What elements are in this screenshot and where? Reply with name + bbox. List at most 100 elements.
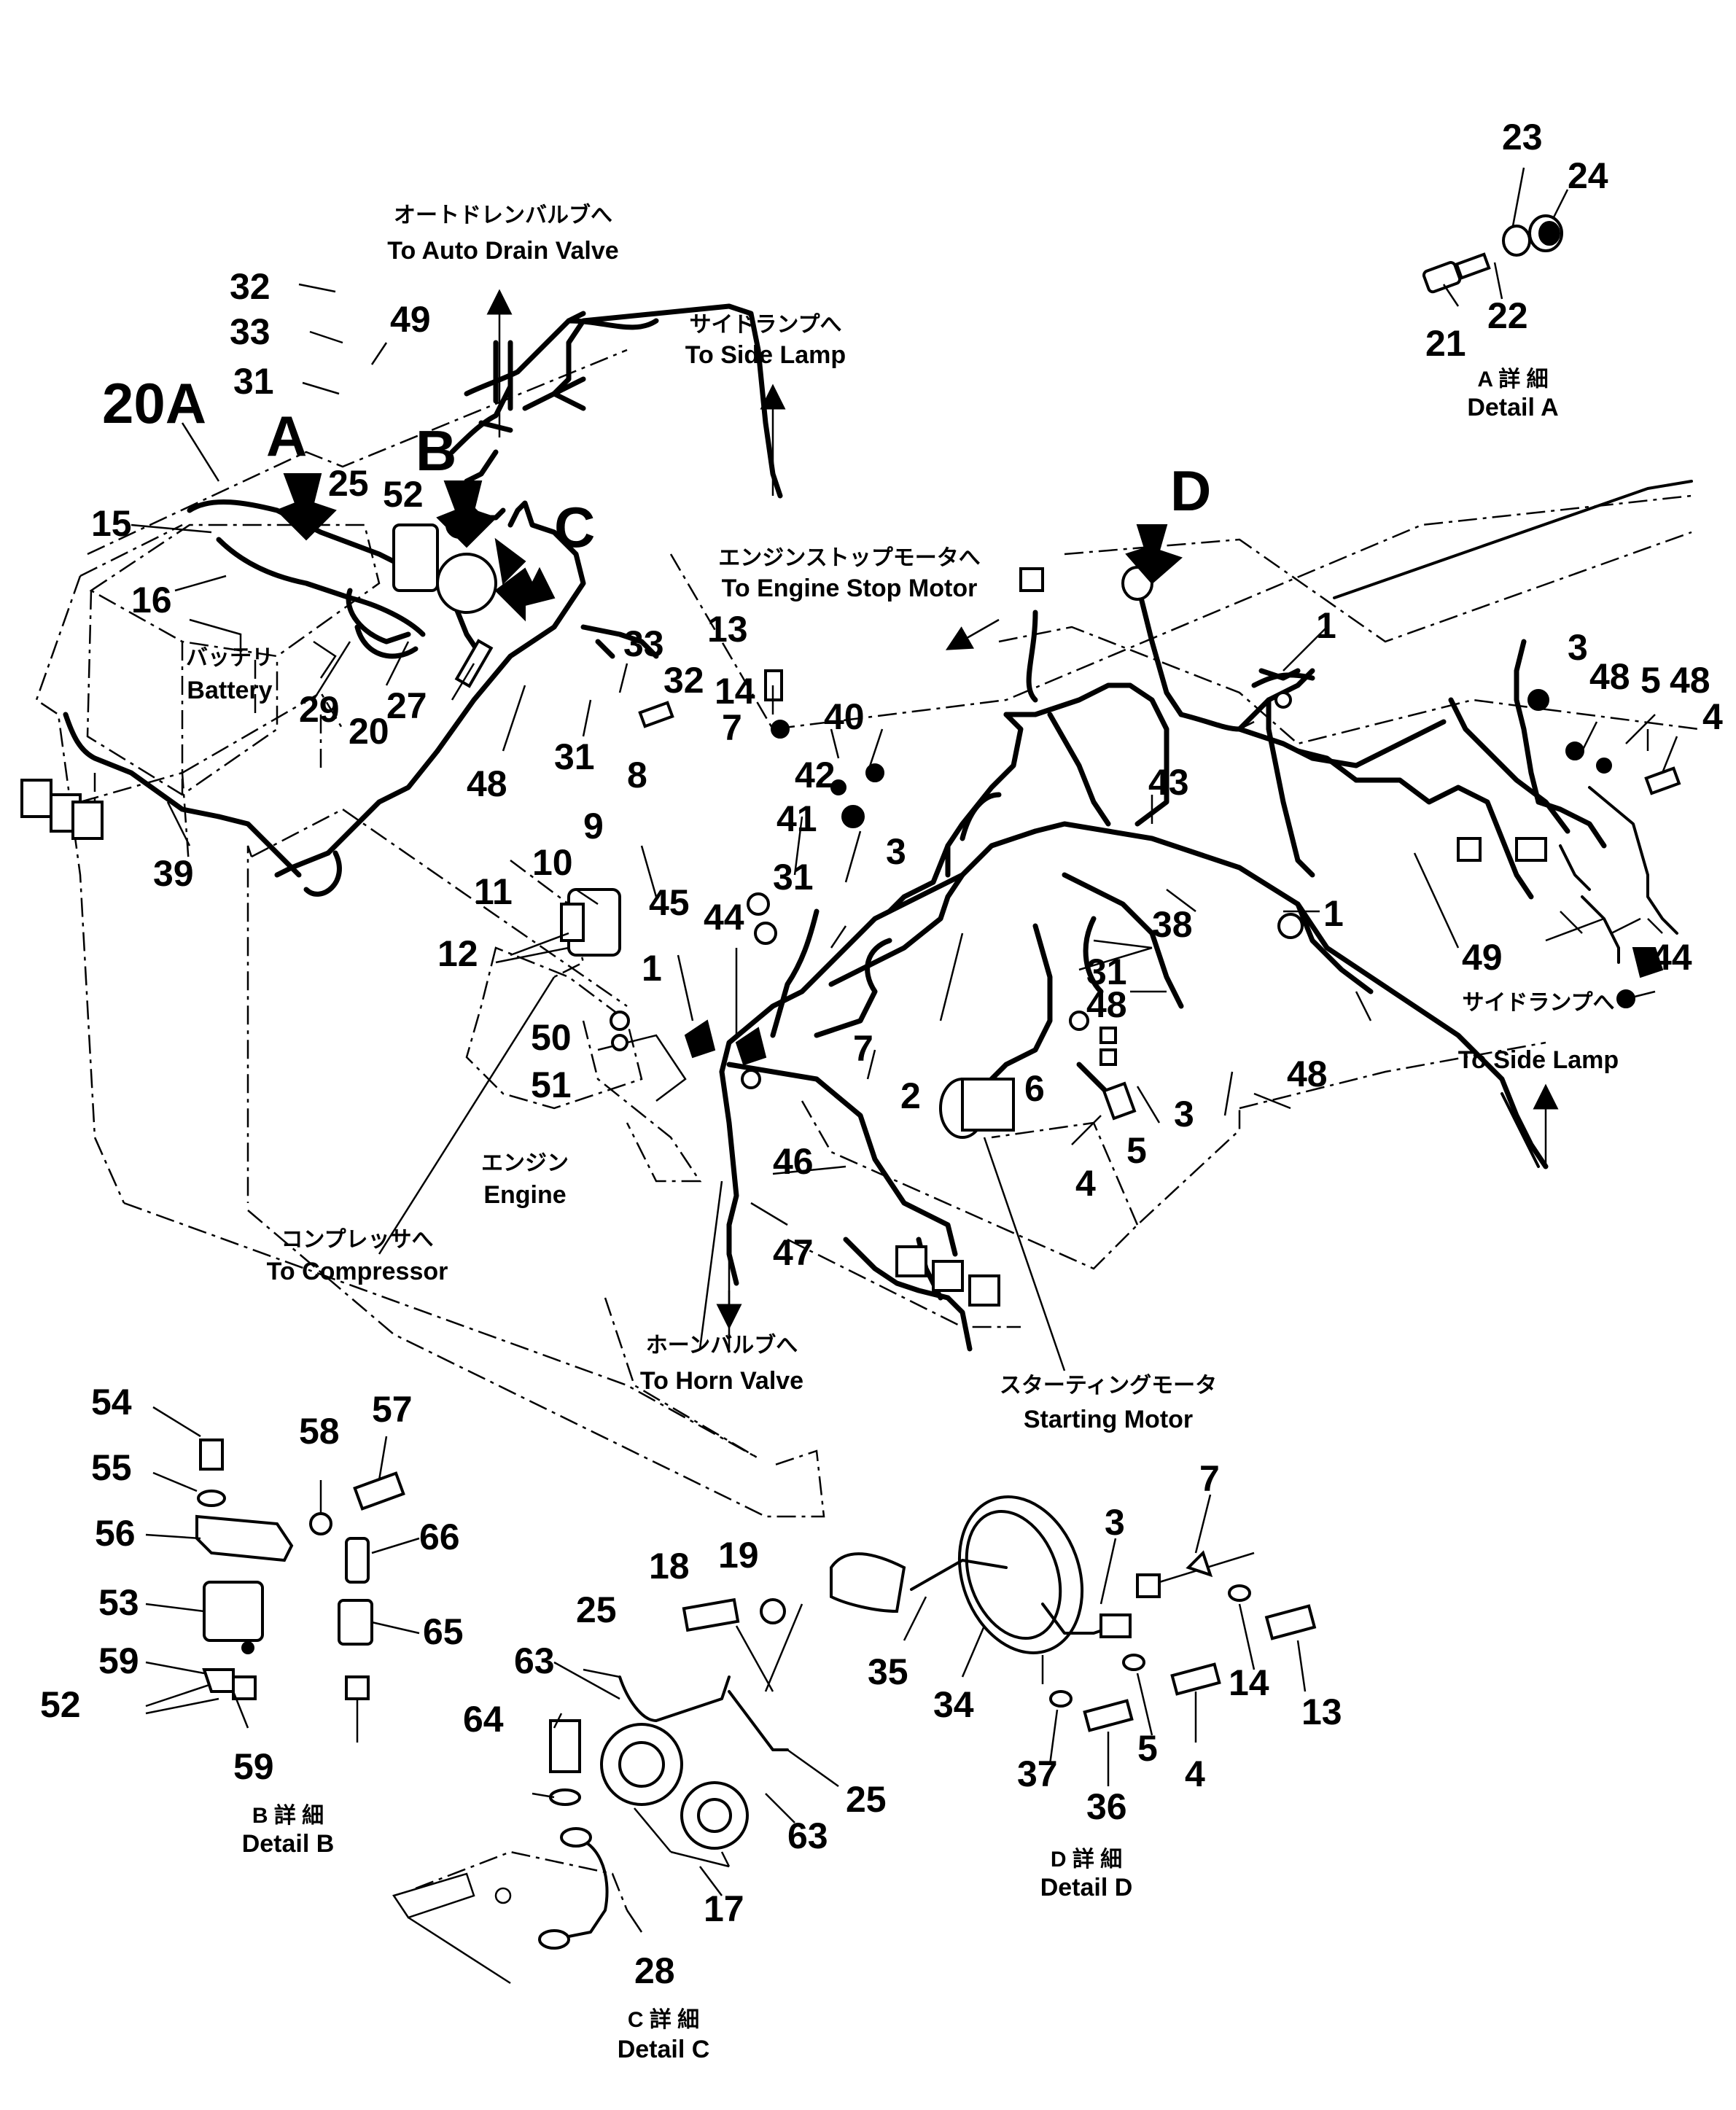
callout-5-d: 5 xyxy=(1137,1728,1158,1769)
auto-drain-label-en: To Auto Drain Valve xyxy=(387,237,618,265)
callout-25: 25 xyxy=(328,463,369,504)
callout-36: 36 xyxy=(1086,1786,1127,1827)
callout-38: 40 xyxy=(824,696,865,737)
callout-53: 53 xyxy=(98,1582,139,1623)
machine-outline xyxy=(35,349,1700,1518)
engine-label-en: Engine xyxy=(483,1181,566,1209)
callout-49: 51 xyxy=(531,1064,572,1105)
callout-17: 17 xyxy=(704,1888,744,1929)
callout-3: 3 xyxy=(886,831,906,872)
callout-59: 59 xyxy=(98,1640,139,1681)
callout-33: 38 xyxy=(1152,904,1193,945)
callout-5-b: 5 xyxy=(1640,660,1661,701)
callout-20a: 20A xyxy=(102,371,206,435)
callout-29-d: 31 xyxy=(1086,951,1127,992)
callout-25-c: 25 xyxy=(846,1779,887,1820)
callout-3-c: 3 xyxy=(1568,627,1588,668)
callout-29-b: 31 xyxy=(554,736,595,777)
callout-23: 23 xyxy=(1502,117,1543,157)
callout-21: 21 xyxy=(1425,323,1466,364)
callout-25-b: 25 xyxy=(576,1589,617,1630)
view-letter-a: A xyxy=(266,404,307,468)
callout-12: 12 xyxy=(437,933,478,974)
callout-30-b: 32 xyxy=(663,660,704,701)
callout-24: 24 xyxy=(1568,155,1608,196)
view-letter-b: B xyxy=(416,419,456,483)
callout-63: 64 xyxy=(463,1699,504,1740)
detail-pointers xyxy=(276,473,1183,622)
callout-44-d: 48 xyxy=(1589,656,1630,697)
callout-15: 15 xyxy=(91,503,132,544)
callout-57: 57 xyxy=(372,1389,413,1430)
callout-60-b: 63 xyxy=(787,1815,828,1856)
side-lamp-top-label-jp: サイドランプへ xyxy=(689,313,841,337)
callout-65: 65 xyxy=(423,1611,464,1652)
detail-a-caption-jp: A 詳 細 xyxy=(1477,367,1548,392)
detail-b-parts xyxy=(145,1406,420,1743)
components xyxy=(20,511,1681,1307)
callout-52: 52 xyxy=(383,474,424,515)
callout-13: 13 xyxy=(707,609,748,650)
callout-11: 11 xyxy=(474,871,513,912)
detail-d-caption-en: Detail D xyxy=(1040,1874,1133,1901)
callout-55: 55 xyxy=(91,1447,132,1488)
callout-5: 5 xyxy=(1126,1130,1147,1171)
callout-45-b: 49 xyxy=(1462,937,1503,978)
view-letter-d: D xyxy=(1170,459,1211,523)
callout-22: 22 xyxy=(1487,295,1528,336)
callout-9: 9 xyxy=(583,806,604,846)
callout-30: 32 xyxy=(230,266,270,307)
detail-c-caption-jp: C 詳 細 xyxy=(628,2007,699,2032)
callout-34: 34 xyxy=(933,1684,974,1725)
callout-14-d: 14 xyxy=(1229,1662,1269,1703)
callout-3-d: 3 xyxy=(1105,1502,1125,1543)
callout-29-c: 31 xyxy=(773,857,814,898)
callout-41: 43 xyxy=(1148,762,1189,803)
callout-6: 6 xyxy=(1024,1068,1045,1109)
side-lamp-right-label-en: To Side Lamp xyxy=(1458,1046,1619,1074)
callout-1-b: 1 xyxy=(1316,605,1336,646)
callout-66: 66 xyxy=(419,1517,460,1557)
callout-45: 49 xyxy=(390,299,431,340)
callout-44-c: 48 xyxy=(1287,1054,1328,1094)
callout-1-c: 1 xyxy=(1323,893,1344,934)
detail-d-caption-jp: D 詳 細 xyxy=(1051,1847,1122,1872)
side-lamp-top-label-en: To Side Lamp xyxy=(685,341,846,369)
callout-4-b: 4 xyxy=(1702,696,1723,737)
callout-35: 35 xyxy=(868,1651,908,1692)
side-lamp-right-label-jp: サイドランプへ xyxy=(1462,991,1614,1015)
detail-b-caption-jp: B 詳 細 xyxy=(252,1803,324,1828)
callout-52-b: 52 xyxy=(40,1684,81,1725)
callout-8: 8 xyxy=(627,755,647,795)
callout-40: 42 xyxy=(795,755,836,795)
detail-a-parts xyxy=(1422,167,1569,307)
callout-44-b: 48 xyxy=(1086,984,1127,1025)
callout-7: 7 xyxy=(722,707,742,748)
detail-c-caption-en: Detail C xyxy=(618,2036,710,2063)
callout-54: 54 xyxy=(91,1382,132,1422)
direction-arrows xyxy=(486,289,1559,1330)
callout-44-e: 48 xyxy=(1670,660,1710,701)
callout-31-b: 33 xyxy=(623,623,664,664)
callout-31: 33 xyxy=(230,311,270,352)
callout-3-b: 3 xyxy=(1174,1094,1194,1134)
starting-motor-label-jp: スターティングモータ xyxy=(1000,1374,1217,1398)
detail-a-caption-en: Detail A xyxy=(1467,394,1558,421)
callout-48: 50 xyxy=(531,1017,572,1058)
detail-d-parts xyxy=(830,1494,1317,1786)
part-number-labels: 23 24 22 21 32 33 31 49 20A A B C D 25 5… xyxy=(40,117,1723,1991)
callout-32: 39 xyxy=(153,853,194,894)
engine-label-jp: エンジン xyxy=(481,1151,569,1175)
engine-stop-label-en: To Engine Stop Motor xyxy=(722,575,978,602)
callout-4-d: 4 xyxy=(1185,1753,1205,1794)
callout-14: 14 xyxy=(715,671,755,712)
callout-50: 46 xyxy=(773,1141,814,1182)
starting-motor-label-en: Starting Motor xyxy=(1024,1406,1193,1433)
callout-20: 20 xyxy=(349,711,389,752)
engine-stop-label-jp: エンジンストップモータへ xyxy=(718,546,980,570)
callout-19: 19 xyxy=(718,1535,759,1576)
callout-2: 2 xyxy=(900,1075,921,1116)
wire-harness xyxy=(63,303,1693,1352)
callout-10: 10 xyxy=(532,842,573,883)
